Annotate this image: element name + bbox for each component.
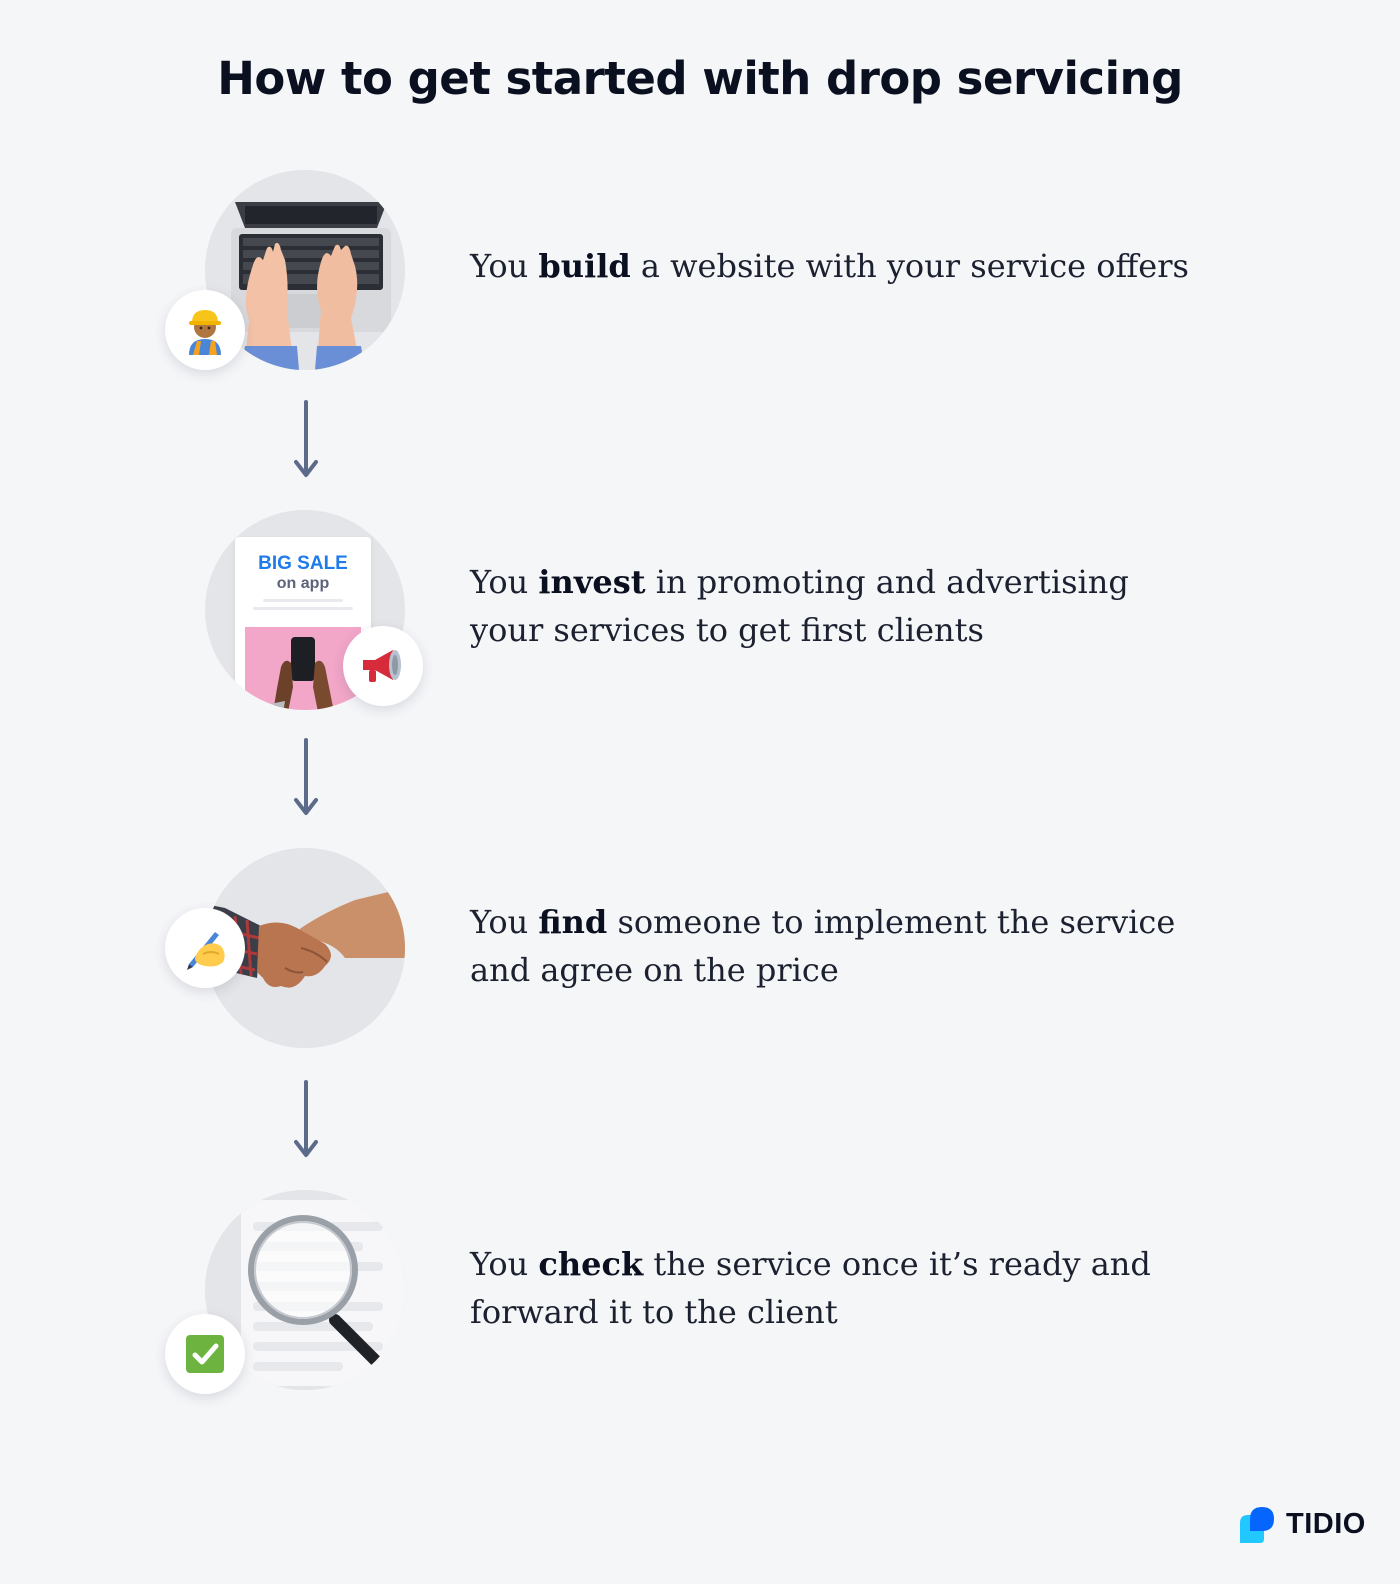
step-text: You build a website with your service of… xyxy=(470,247,1189,285)
step-text: You find someone to implement the servic… xyxy=(470,903,1176,989)
megaphone-icon xyxy=(343,626,423,706)
arrow-down-icon xyxy=(294,400,318,477)
brand-name: TIDIO xyxy=(1286,1507,1366,1540)
construction-worker-icon xyxy=(165,290,245,370)
step-text: You invest in promoting and advertising … xyxy=(470,563,1129,649)
big-sale-ad-image: BIG SALE on app xyxy=(205,510,405,710)
step-find: You find someone to implement the servic… xyxy=(0,848,1400,1058)
tidio-logo: TIDIO xyxy=(1238,1504,1366,1544)
ad-headline: BIG SALE xyxy=(258,553,348,574)
step-text: You check the service once it’s ready an… xyxy=(470,1245,1151,1331)
step-invest: BIG SALE on app You invest in promoting … xyxy=(0,510,1400,720)
tidio-logo-icon xyxy=(1240,1507,1274,1543)
step-check: You check the service once it’s ready an… xyxy=(0,1190,1400,1400)
arrow-down-icon xyxy=(294,1080,318,1157)
step-keyword: find xyxy=(538,903,608,941)
page-title: How to get started with drop servicing xyxy=(217,52,1183,105)
laptop-typing-image xyxy=(205,170,405,370)
step-keyword: invest xyxy=(538,563,646,601)
step-build: You build a website with your service of… xyxy=(0,170,1400,380)
arrow-down-icon xyxy=(294,738,318,815)
writing-hand-icon xyxy=(165,908,245,988)
step-keyword: build xyxy=(538,247,631,285)
check-mark-icon xyxy=(165,1314,245,1394)
step-keyword: check xyxy=(538,1245,644,1283)
ad-subline: on app xyxy=(276,575,330,592)
